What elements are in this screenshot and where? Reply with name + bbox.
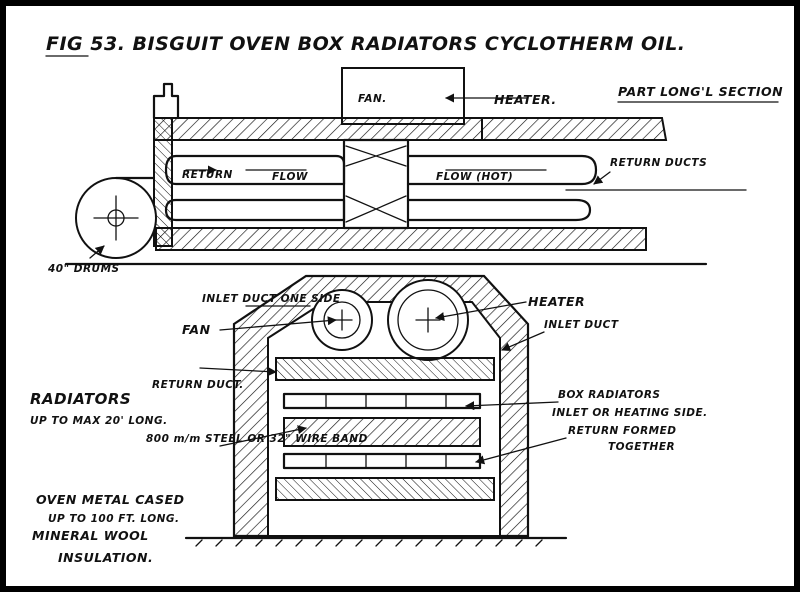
box-radiators-label: BOX RADIATORS (558, 389, 661, 401)
section-title: PART LONG'L SECTION (618, 84, 783, 99)
return-ducts-label: RETURN DUCTS (610, 157, 707, 169)
return-ducts-pointer (593, 171, 611, 185)
duct-crossings (345, 145, 407, 223)
side-notes: RADIATORS UP TO MAX 20' LONG. OVEN METAL… (30, 390, 185, 565)
drums-pointer (89, 245, 105, 259)
together-label: TOGETHER (608, 441, 675, 453)
mineral-wool-note: MINERAL WOOL (32, 528, 149, 543)
drawing-sheet: FIG 53. BISGUIT OVEN BOX RADIATORS CYCLO… (6, 6, 794, 586)
radiator-box-5 (275, 477, 495, 501)
cross-section: INLET DUCT ONE SIDE FAN HEATER INLET DUC… (146, 274, 708, 547)
radiator-box-2 (282, 392, 482, 410)
ground-hatching (195, 539, 543, 547)
steel-band-label: 800 m/m STEEL OR 32" WIRE BAND (146, 433, 368, 445)
top-casing-right (481, 117, 668, 141)
inlet-heating-side-label: INLET OR HEATING SIDE. (552, 407, 708, 419)
inlet-duct-pointer (501, 331, 545, 351)
heater-label: HEATER (528, 294, 585, 309)
fan-label-top: FAN. (358, 93, 387, 105)
fan-inner (323, 301, 361, 339)
heater-inner (397, 289, 459, 351)
flow-label: FLOW (272, 171, 308, 183)
top-casing-left (153, 117, 483, 141)
figure-title: FIG 53. BISGUIT OVEN BOX RADIATORS CYCLO… (46, 33, 686, 55)
long-section: FAN. HEATER. RETURN FLOW FLOW (HOT) RETU… (47, 67, 747, 275)
inlet-duct-label: INLET DUCT (544, 319, 619, 331)
inlet-duct-one-side-label: INLET DUCT ONE SIDE (202, 293, 341, 305)
radiators-size-note: UP TO MAX 20' LONG. (30, 415, 168, 427)
radiator-upper-left (164, 154, 346, 186)
return-formed-pointer (475, 437, 567, 465)
radiator-lower-left (164, 198, 346, 222)
bottom-casing (155, 227, 647, 251)
oven-metal-cased-note: OVEN METAL CASED (36, 492, 185, 507)
heater-box (341, 67, 465, 125)
return-label: RETURN (182, 169, 233, 181)
insulation-note: INSULATION. (58, 550, 153, 565)
return-duct-label: RETURN DUCT. (152, 379, 244, 391)
oven-length-note: UP TO 100 FT. LONG. (48, 513, 180, 525)
radiator-divisions (325, 393, 447, 469)
chimney (152, 82, 180, 120)
heater-pointer-bottom (435, 301, 527, 322)
fan-label: FAN (182, 322, 211, 337)
return-duct-pointer (199, 367, 277, 377)
radiator-lower-right (406, 198, 592, 222)
radiators-note: RADIATORS (30, 390, 131, 408)
central-duct (342, 138, 410, 230)
oven-diagram: FIG 53. BISGUIT OVEN BOX RADIATORS CYCLO… (30, 33, 783, 565)
radiator-box-1 (275, 357, 495, 381)
radiator-box-3 (283, 417, 481, 447)
return-formed-label: RETURN FORMED (568, 425, 677, 437)
fan-pointer (219, 316, 337, 331)
flow-hot-label: FLOW (HOT) (436, 171, 513, 183)
box-radiators-pointer (465, 401, 559, 411)
steel-band-pointer (219, 425, 307, 447)
heater-label-top: HEATER. (494, 92, 557, 107)
drums-label: 40" DRUMS (47, 263, 120, 275)
radiator-upper-right (406, 154, 598, 186)
